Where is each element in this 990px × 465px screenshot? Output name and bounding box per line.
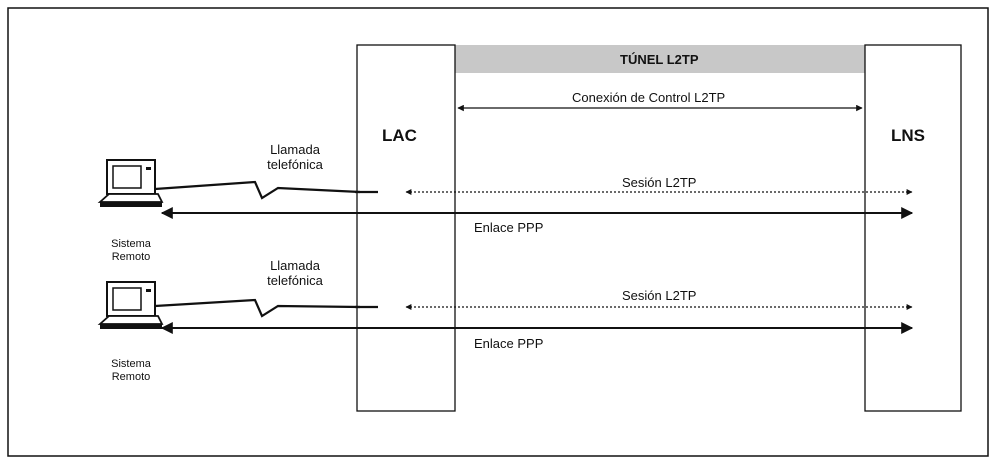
computer-icon [97,159,164,207]
lns-box [864,44,962,412]
remote-system-label-line2: Remoto [111,371,151,383]
computer-icon [97,281,164,329]
phone-call-label-line1: Llamada [270,258,320,273]
control-connection-label: Conexión de Control L2TP [572,90,726,105]
remote-system-label-line1: Sistema [111,238,151,250]
remote-system-label-line1: Sistema [111,358,151,370]
session-label: Sesión L2TP [622,175,697,190]
remote-system-1 [97,159,914,219]
ppp-link-label: Enlace PPP [474,220,544,235]
phone-call-label-line2: telefónica [267,273,323,288]
phone-call-label: Llamada telefónica [250,258,340,288]
phone-call-label-line1: Llamada [270,142,320,157]
tunnel-bar [455,45,865,73]
lac-label: LAC [382,126,417,145]
lac-box [356,44,456,412]
remote-system-label: Sistema Remoto [100,238,162,264]
phone-call-link [154,180,361,200]
outer-frame [7,7,989,457]
lns-label: LNS [891,126,925,145]
remote-system-2 [97,281,914,334]
tunnel-label: TÚNEL L2TP [620,52,699,67]
remote-system-label: Sistema Remoto [100,358,162,384]
remote-system-label-line2: Remoto [111,251,151,263]
phone-call-label-line2: telefónica [267,157,323,172]
phone-call-link [154,298,361,318]
phone-call-label: Llamada telefónica [250,142,340,172]
session-label: Sesión L2TP [622,288,697,303]
ppp-link-label: Enlace PPP [474,336,544,351]
